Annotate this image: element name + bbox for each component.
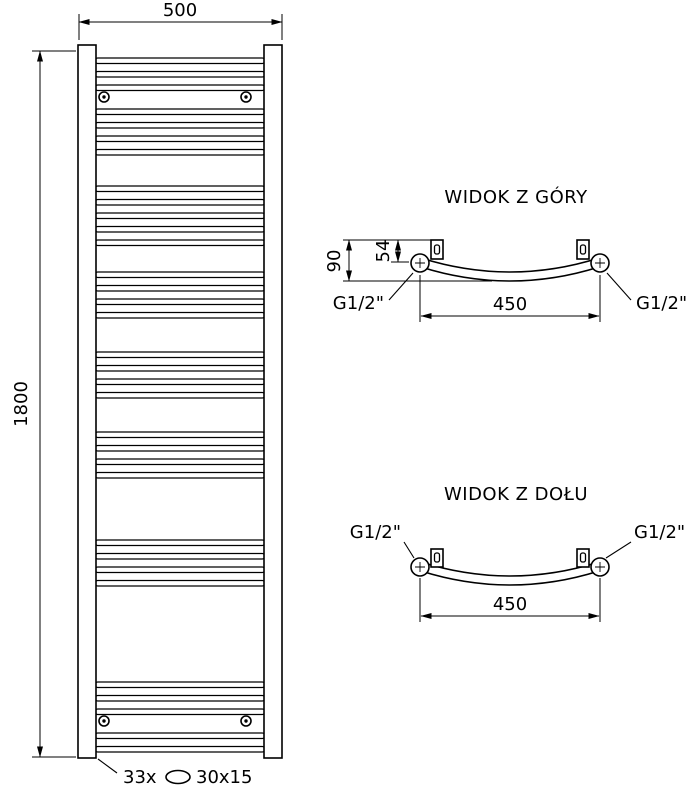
mount-dot-icon: [244, 95, 248, 99]
depth-dimension-label: 90: [324, 250, 345, 273]
mount-dot-icon: [102, 719, 106, 723]
mounting-points: [98, 91, 252, 727]
radiator-rung: [94, 198, 266, 206]
radiator-rungs: [94, 57, 266, 753]
dimension-depth-90: 90: [324, 239, 492, 282]
span-dimension-label: 450: [493, 594, 527, 615]
radiator-rung: [94, 566, 266, 574]
radiator-rung: [94, 284, 266, 292]
radiator-rung: [94, 471, 266, 479]
union-cross-icon: [415, 562, 425, 572]
radiator-rung: [94, 70, 266, 78]
dimension-span-top: 450: [419, 275, 601, 322]
right-connection-label: G1/2": [634, 522, 685, 543]
dimension-offset-54: 54: [373, 239, 409, 263]
union-cross-icon: [595, 258, 605, 268]
radiator-rung: [94, 271, 266, 279]
radiator-rung: [94, 364, 266, 372]
dimension-span-bottom: 450: [419, 578, 601, 622]
radiator-rung: [94, 694, 266, 702]
span-dimension-label: 450: [493, 294, 527, 315]
rung-count-label: 33x: [123, 767, 157, 788]
radiator-rung: [94, 745, 266, 753]
radiator-rung: [94, 185, 266, 193]
radiator-rung: [94, 708, 266, 716]
bottom-view: WIDOK Z DOŁU G1/2" G1/2" 450: [350, 484, 685, 622]
right-connection-label: G1/2": [636, 293, 687, 314]
curved-tube-top: [420, 256, 600, 282]
bracket-slot-icon: [433, 244, 441, 255]
width-dimension-label: 500: [163, 0, 197, 21]
radiator-rung: [94, 84, 266, 92]
bracket-slot-icon: [433, 552, 441, 563]
mount-dot-icon: [244, 719, 248, 723]
left-connection-label: G1/2": [350, 522, 401, 543]
radiator-rung: [94, 539, 266, 547]
radiator-rung: [94, 298, 266, 306]
radiator-rung: [94, 732, 266, 740]
top-view: WIDOK Z GÓRY 90 54 G1/2" G1/2": [324, 186, 687, 322]
radiator-rung: [94, 391, 266, 399]
radiator-rung: [94, 579, 266, 587]
bracket-slot-icon: [579, 244, 587, 255]
dimension-width: 500: [78, 0, 283, 40]
radiator-rung: [94, 351, 266, 359]
radiator-rung: [94, 225, 266, 233]
union-cross-icon: [415, 258, 425, 268]
radiator-rung: [94, 148, 266, 156]
radiator-rung: [94, 135, 266, 143]
bracket-slot-icon: [579, 552, 587, 563]
radiator-rung: [94, 121, 266, 129]
radiator-rung: [94, 57, 266, 65]
union-cross-icon: [595, 562, 605, 572]
front-view: [77, 44, 283, 759]
dimension-height: 1800: [11, 50, 76, 758]
mount-dot-icon: [102, 95, 106, 99]
rung-note: 33x 30x15: [97, 758, 252, 788]
left-collector-tube: [77, 44, 97, 759]
radiator-rung: [94, 212, 266, 220]
curved-tube-bottom: [420, 560, 600, 586]
radiator-rung: [94, 378, 266, 386]
right-collector-tube: [263, 44, 283, 759]
bottom-view-title: WIDOK Z DOŁU: [444, 484, 588, 505]
left-connection-label: G1/2": [333, 293, 384, 314]
offset-dimension-label: 54: [373, 240, 394, 263]
radiator-rung: [94, 108, 266, 116]
radiator-rung: [94, 239, 266, 247]
radiator-rung: [94, 311, 266, 319]
oval-profile-icon: [165, 769, 191, 785]
radiator-rung: [94, 431, 266, 439]
radiator-rung: [94, 681, 266, 689]
radiator-rung: [94, 444, 266, 452]
height-dimension-label: 1800: [11, 381, 32, 427]
radiator-rung: [94, 458, 266, 466]
top-view-title: WIDOK Z GÓRY: [444, 186, 588, 208]
radiator-rung: [94, 552, 266, 560]
rung-size-label: 30x15: [196, 767, 252, 788]
